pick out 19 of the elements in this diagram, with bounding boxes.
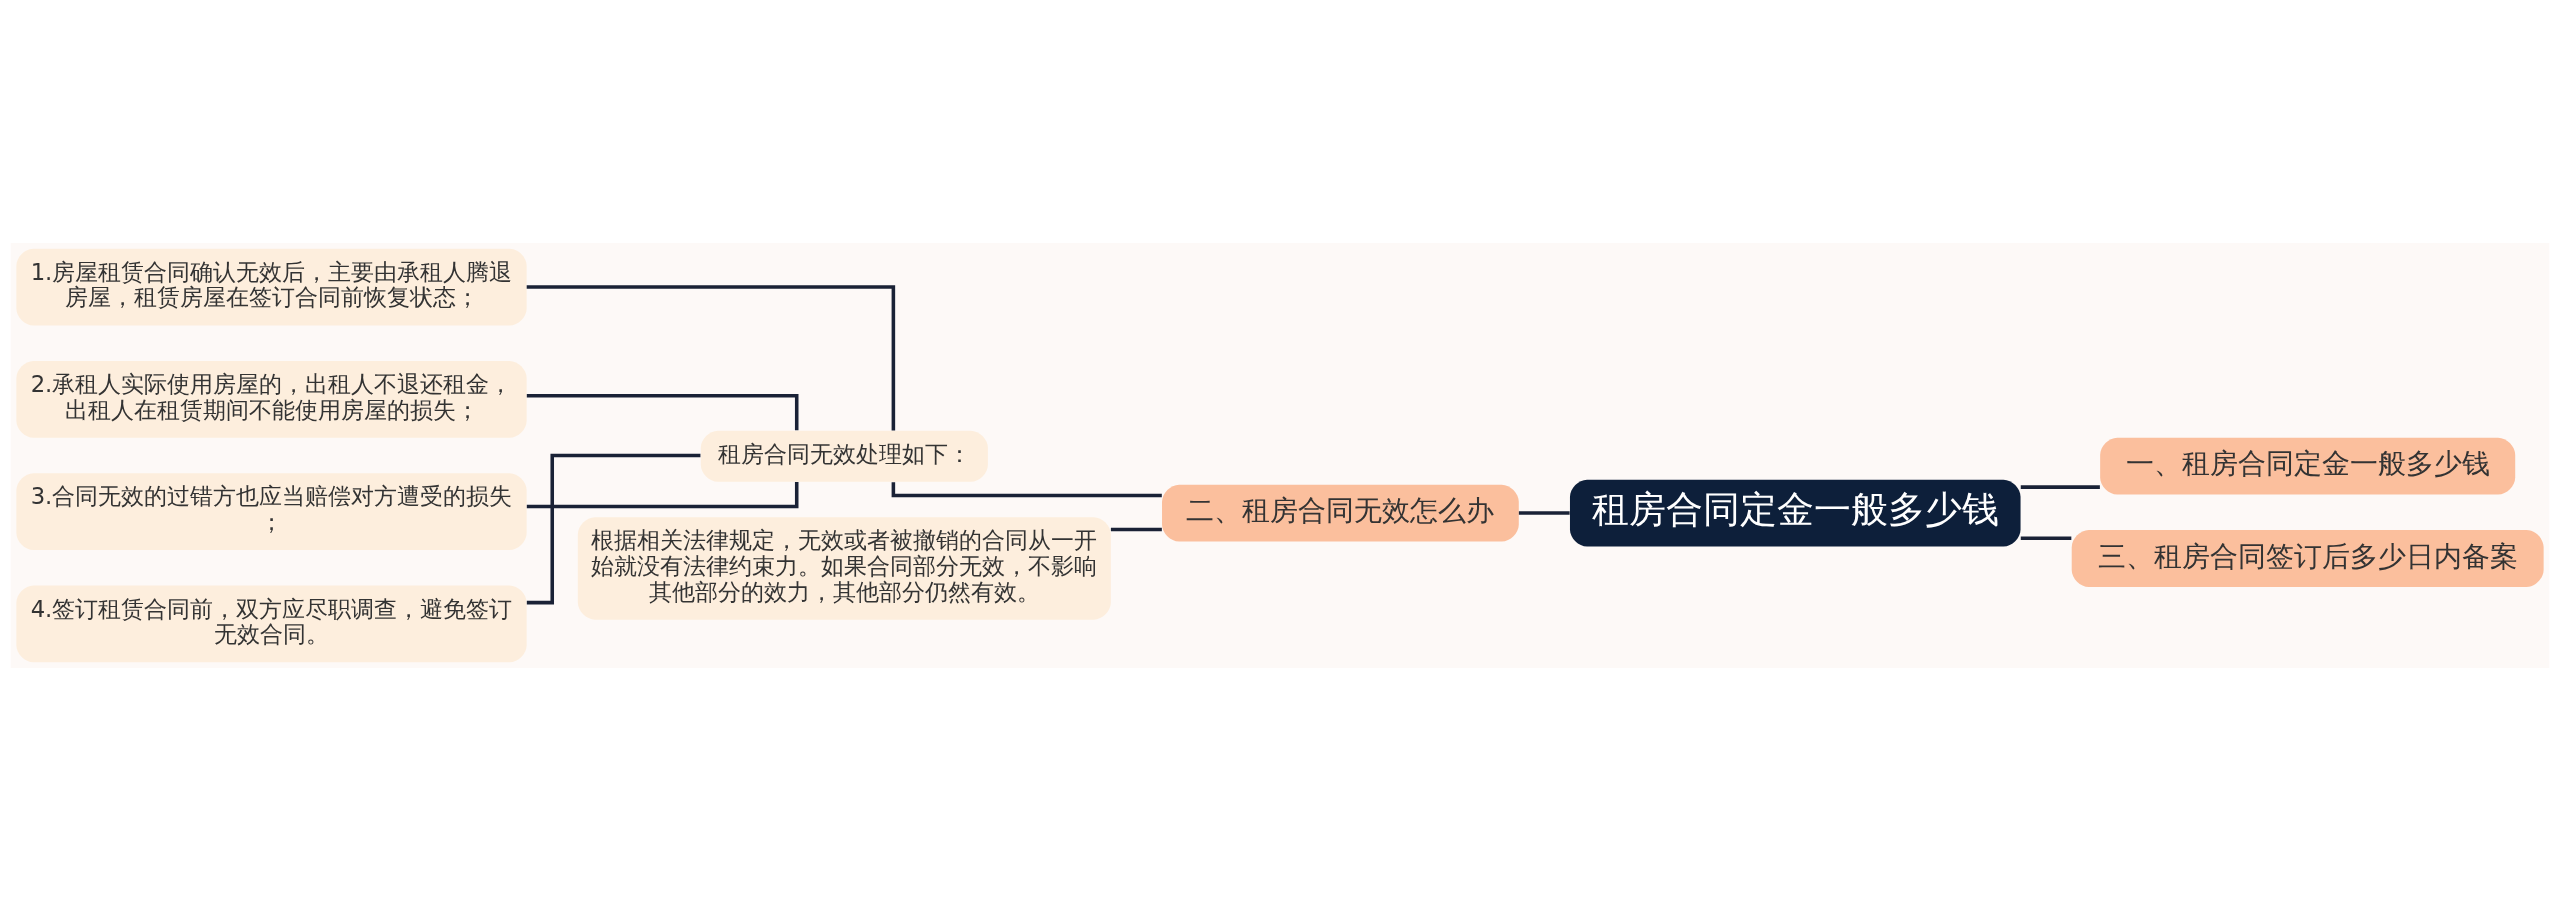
node-box: 4.签订租赁合同前，双方应尽职调查，避免签订无效合同。 (16, 585, 527, 663)
node-box: 租房合同定金一般多少钱 (1569, 479, 2021, 547)
node-box: 1.房屋租赁合同确认无效后，主要由承租人腾退房屋，租赁房屋在签订合同前恢复状态； (16, 248, 527, 326)
connector (1518, 511, 1570, 515)
connector (526, 285, 896, 431)
connector (2020, 485, 2100, 489)
node-box: 二、租房合同无效怎么办 (1162, 484, 1519, 542)
node-box: 2.承租人实际使用房屋的，出租人不退还租金，出租人在租赁期间不能使用房屋的损失； (16, 361, 527, 438)
node-box: 一、租房合同定金一般多少钱 (2100, 437, 2516, 495)
connector (526, 453, 701, 605)
connector (526, 394, 799, 431)
node-box: 三、租房合同签订后多少日内备案 (2071, 530, 2544, 587)
connector (891, 482, 1162, 498)
node-box: 租房合同无效处理如下： (700, 430, 988, 482)
connector (526, 481, 799, 509)
node-box: 根据相关法律规定，无效或者被撤销的合同从一开始就没有法律约束力。如果合同部分无效，不影响其他部分的效力，其他部分仍然有效。 (577, 517, 1111, 620)
connector (1110, 527, 1162, 532)
connector (2020, 536, 2072, 541)
node-box: 3.合同无效的过错方也应当赔偿对方遭受的损失； (16, 473, 527, 550)
